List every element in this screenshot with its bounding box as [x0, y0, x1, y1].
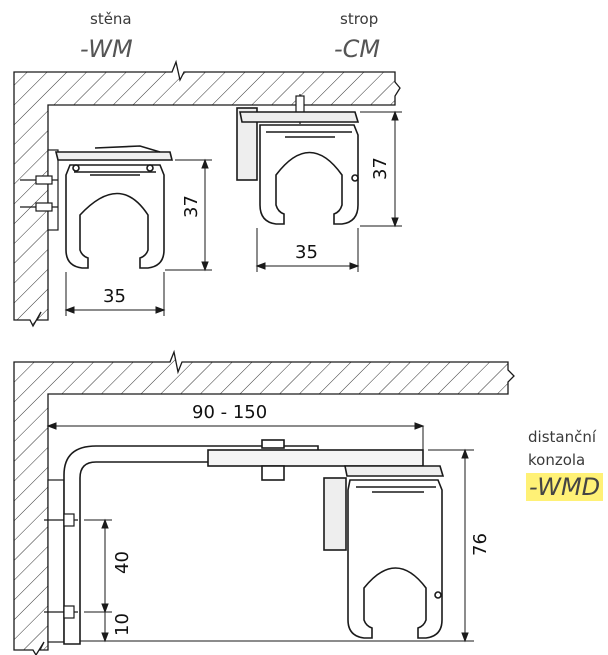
wmd-screws — [44, 513, 78, 619]
wmd-height-label: 76 — [470, 533, 491, 556]
wmd-range-label: 90 - 150 — [192, 402, 267, 423]
bracket-label-1: distanční — [528, 428, 597, 446]
bracket-code-highlight: -WMD — [526, 473, 604, 501]
wm-height-label: 37 — [181, 195, 202, 218]
ceiling-label: strop — [340, 10, 379, 28]
bracket-label-2: konzola — [528, 451, 586, 469]
wall-label: stěna — [90, 10, 132, 28]
wmd-profile — [323, 465, 445, 639]
bracket-code: -WMD — [526, 473, 604, 501]
cm-height-label: 37 — [370, 157, 391, 180]
wm-width-label: 35 — [103, 286, 126, 307]
wm-dimension-lines — [64, 158, 212, 316]
cm-dimension-lines — [255, 110, 402, 272]
wmd-wall — [13, 349, 515, 655]
wm-wall — [13, 59, 401, 328]
wmd-dimension-lines — [46, 410, 474, 643]
cm-profile — [236, 107, 360, 225]
wm-profile — [54, 145, 174, 269]
wmd-bracket-arm — [63, 439, 424, 645]
wm-screws — [20, 175, 58, 212]
ceiling-code: -CM — [334, 35, 381, 63]
cm-width-label: 35 — [295, 242, 318, 263]
wall-code: -WM — [80, 35, 133, 63]
wmd-upper-label: 40 — [112, 551, 133, 574]
wmd-lower-label: 10 — [112, 613, 133, 636]
